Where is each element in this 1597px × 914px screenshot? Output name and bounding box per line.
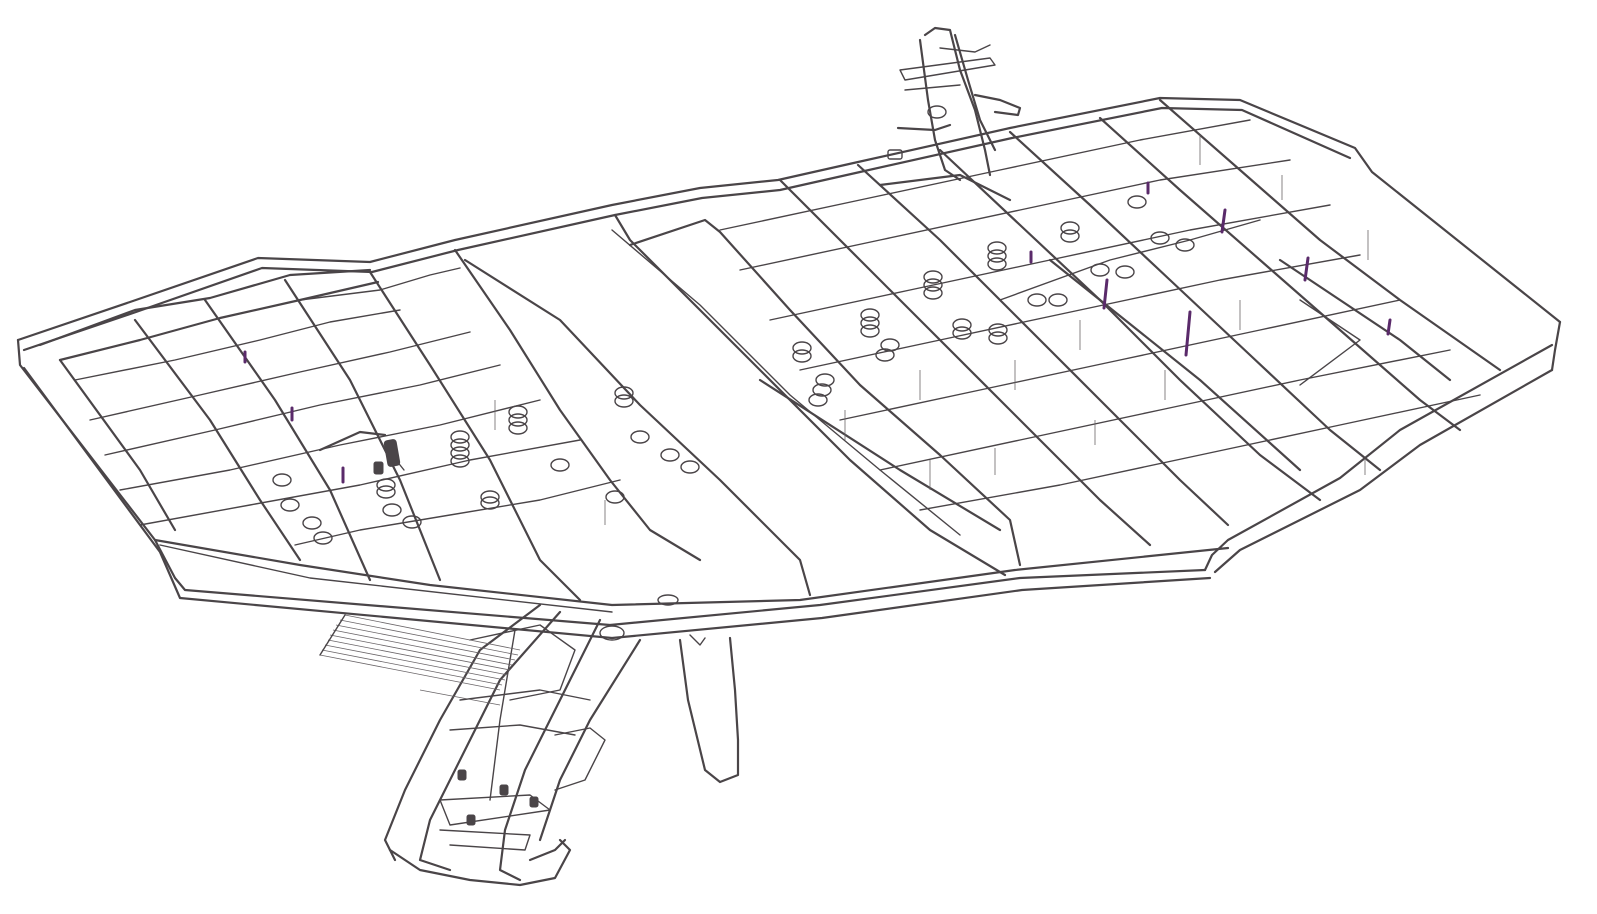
vertical-shafts — [243, 135, 1392, 525]
escalator-treads — [319, 614, 521, 706]
central-atrium-void — [463, 213, 1022, 597]
north-ramp — [887, 26, 1022, 182]
stairwell-array — [272, 195, 1195, 545]
support-column — [599, 594, 740, 784]
south-access-ramp — [319, 603, 642, 887]
main-roadway-deck — [16, 96, 1562, 640]
right-wing-grid — [719, 98, 1502, 547]
left-wing-grid — [38, 248, 702, 602]
escalator-stairs — [318, 430, 405, 475]
